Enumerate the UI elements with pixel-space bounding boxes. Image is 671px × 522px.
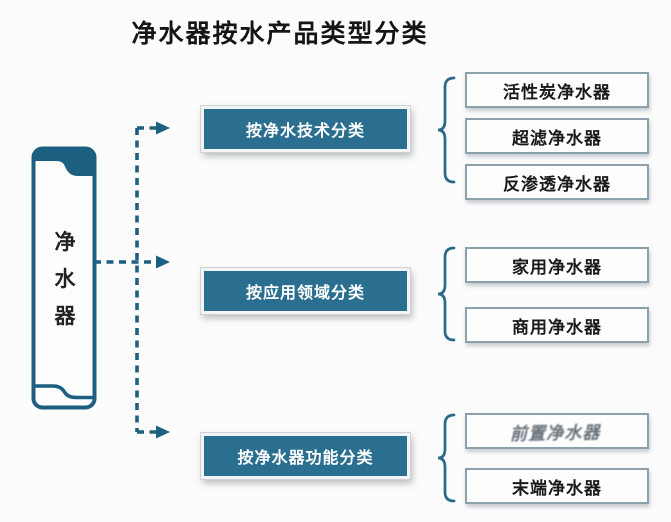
branch-box-technology: 按净水技术分类 [201, 106, 410, 152]
curly-brace-icon [437, 76, 456, 184]
leaf-label: 商用净水器 [512, 317, 602, 337]
leaf-label: 活性炭净水器 [503, 82, 611, 102]
leaf-box-ultrafiltration: 超滤净水器 [465, 118, 649, 154]
branch-box-application-label: 按应用领域分类 [245, 285, 365, 302]
leaf-label: 末端净水器 [512, 478, 602, 498]
branch-box-function-label: 按净水器功能分类 [237, 450, 374, 467]
arrowhead-middle-icon [156, 255, 170, 269]
leaf-box-reverse-osmosis: 反渗透净水器 [465, 164, 649, 200]
leaf-label: 家用净水器 [512, 257, 602, 277]
arrowhead-top-icon [156, 121, 170, 135]
dashed-connector-arrows [94, 121, 170, 439]
root-node [31, 146, 97, 410]
branch-box-function: 按净水器功能分类 [201, 433, 410, 479]
branch-box-application: 按应用领域分类 [201, 268, 410, 314]
leaf-label-distorted: 前置净水器 [509, 422, 604, 444]
leaf-label: 反渗透净水器 [503, 174, 611, 194]
branch-box-technology-label: 按净水技术分类 [245, 123, 365, 140]
leaf-label: 超滤净水器 [512, 128, 602, 148]
leaf-box-commercial: 商用净水器 [465, 307, 649, 343]
leaf-box-prefilter: 前置净水器 [465, 413, 649, 449]
leaf-box-household: 家用净水器 [465, 247, 649, 283]
curly-brace-icon [437, 246, 456, 342]
leaf-box-terminal: 末端净水器 [465, 468, 649, 504]
water-purifier-cartridge-icon [31, 146, 97, 410]
curly-brace-icon [437, 413, 456, 503]
diagram-title: 净水器按水产品类型分类 [131, 20, 429, 48]
leaf-box-activated-carbon: 活性炭净水器 [465, 72, 649, 108]
arrowhead-bottom-icon [156, 425, 170, 439]
root-node-label: 净水器 [54, 231, 76, 328]
